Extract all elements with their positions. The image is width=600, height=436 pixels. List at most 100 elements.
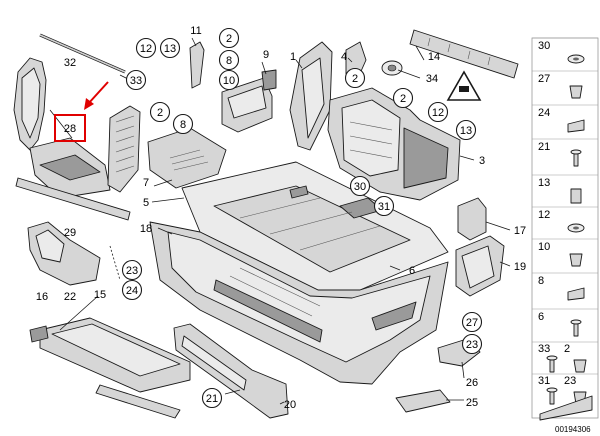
- callout-2[interactable]: 2: [149, 101, 171, 123]
- part-label-15[interactable]: 15: [94, 289, 106, 301]
- callout-number: 2: [400, 93, 406, 105]
- callout-2[interactable]: 2: [218, 27, 240, 49]
- sidebar-part-number[interactable]: 10: [538, 241, 550, 253]
- part-label-16[interactable]: 16: [36, 291, 48, 303]
- part-label-3[interactable]: 3: [479, 155, 485, 167]
- part-label-22[interactable]: 22: [64, 291, 76, 303]
- part-16-bracket[interactable]: [29, 325, 49, 343]
- part-28-lower-shield[interactable]: [29, 137, 111, 199]
- part-label-6[interactable]: 6: [409, 265, 415, 277]
- sidebar-part-number[interactable]: 12: [538, 209, 550, 221]
- part-7-front-shield[interactable]: [147, 127, 227, 189]
- callout-12[interactable]: 12: [427, 101, 449, 123]
- part-label-26[interactable]: 26: [466, 377, 478, 389]
- sidebar-part-number[interactable]: 8: [538, 275, 544, 287]
- callout-8[interactable]: 8: [172, 113, 194, 135]
- part-label-19[interactable]: 19: [514, 261, 526, 273]
- part-18-lower-cover[interactable]: [149, 221, 449, 385]
- part-label-9[interactable]: 9: [263, 49, 269, 61]
- callout-10[interactable]: 10: [218, 69, 240, 91]
- callout-24[interactable]: 24: [121, 279, 143, 301]
- callout-circle: [344, 67, 366, 89]
- part-9-air-duct[interactable]: [221, 69, 277, 133]
- part-label-18[interactable]: 18: [140, 223, 152, 235]
- part-label-28[interactable]: 28: [64, 123, 76, 135]
- part-label-25[interactable]: 25: [466, 397, 478, 409]
- callout-number: 10: [223, 75, 235, 87]
- part-11-bracket[interactable]: [189, 41, 205, 89]
- callout-30[interactable]: 30: [349, 175, 371, 197]
- callout-13[interactable]: 13: [159, 37, 181, 59]
- part-label-14[interactable]: 14: [428, 51, 440, 63]
- part-label-17[interactable]: 17: [514, 225, 526, 237]
- sidebar-part-number[interactable]: 30: [538, 40, 550, 52]
- callout-number: 21: [206, 393, 218, 405]
- fastener-icon: [567, 119, 585, 133]
- part-label-1[interactable]: 1: [290, 51, 296, 63]
- callout-13[interactable]: 13: [455, 119, 477, 141]
- callout-number: 12: [140, 43, 152, 55]
- part-label-11[interactable]: 11: [190, 25, 201, 37]
- part-25-bracket[interactable]: [395, 389, 451, 413]
- callout-circle: [218, 49, 240, 71]
- part-label-4[interactable]: 4: [341, 51, 347, 63]
- part-label-5[interactable]: 5: [143, 197, 149, 209]
- sidebar-part-number[interactable]: 23: [564, 375, 576, 387]
- callout-2[interactable]: 2: [392, 87, 414, 109]
- callout-8[interactable]: 8: [218, 49, 240, 71]
- part-17-bracket[interactable]: [457, 197, 487, 241]
- part-label-29[interactable]: 29: [64, 227, 76, 239]
- callout-number: 30: [354, 181, 366, 193]
- callout-31[interactable]: 31: [373, 195, 395, 217]
- callout-33[interactable]: 33: [125, 69, 147, 91]
- sidebar-part-number[interactable]: 2: [564, 343, 570, 355]
- callout-27[interactable]: 27: [461, 311, 483, 333]
- callout-23[interactable]: 23: [461, 333, 483, 355]
- part-label-34[interactable]: 34: [426, 73, 438, 85]
- sidebar-part-number[interactable]: 13: [538, 177, 550, 189]
- fastener-icon: [570, 319, 582, 337]
- warning-label-icon[interactable]: [446, 70, 482, 101]
- part-29-strip[interactable]: [15, 177, 131, 221]
- fastener-icon: [570, 149, 582, 167]
- sidebar-part-number[interactable]: 24: [538, 107, 550, 119]
- fastener-icon: [573, 359, 587, 373]
- part-1-duct[interactable]: [289, 41, 333, 151]
- sidebar-part-number[interactable]: 31: [538, 375, 550, 387]
- part-ribbed-panel[interactable]: [107, 105, 141, 193]
- callout-number: 8: [226, 55, 232, 67]
- callout-number: 23: [466, 339, 478, 351]
- part-22-bracket[interactable]: [109, 245, 121, 281]
- part-label-20[interactable]: 20: [284, 399, 296, 411]
- part-14-rail[interactable]: [409, 29, 519, 79]
- callout-2[interactable]: 2: [344, 67, 366, 89]
- fastener-icon: [567, 54, 585, 64]
- sidebar-part-number[interactable]: 6: [538, 311, 544, 323]
- part-label-7[interactable]: 7: [143, 177, 149, 189]
- callout-21[interactable]: 21: [201, 387, 223, 409]
- sidebar-part-number[interactable]: 33: [538, 343, 550, 355]
- part-15-panel[interactable]: [39, 317, 191, 393]
- sidebar-part-number[interactable]: 27: [538, 73, 550, 85]
- part-3-air-guide[interactable]: [327, 87, 461, 201]
- callout-circle: [172, 113, 194, 135]
- part-5-underbody-panel[interactable]: [181, 161, 449, 291]
- part-32-seal-strip[interactable]: [39, 33, 126, 74]
- callout-12[interactable]: 12: [135, 37, 157, 59]
- sidebar-part-number[interactable]: 21: [538, 141, 550, 153]
- callout-23[interactable]: 23: [121, 259, 143, 281]
- part-20-strip[interactable]: [173, 323, 289, 419]
- part-34-clip[interactable]: [381, 60, 403, 76]
- part-29-lower-liner[interactable]: [27, 221, 101, 286]
- part-label-32[interactable]: 32: [64, 57, 76, 69]
- callout-circle: [461, 333, 483, 355]
- direction-arrow-icon: [539, 395, 593, 421]
- callout-circle: [392, 87, 414, 109]
- part-15-strip[interactable]: [95, 384, 181, 419]
- callout-circle: [201, 387, 223, 409]
- part-28-wheel-arch-trim[interactable]: [13, 57, 47, 151]
- part-19-bracket[interactable]: [455, 235, 505, 297]
- fastener-icon: [570, 188, 582, 204]
